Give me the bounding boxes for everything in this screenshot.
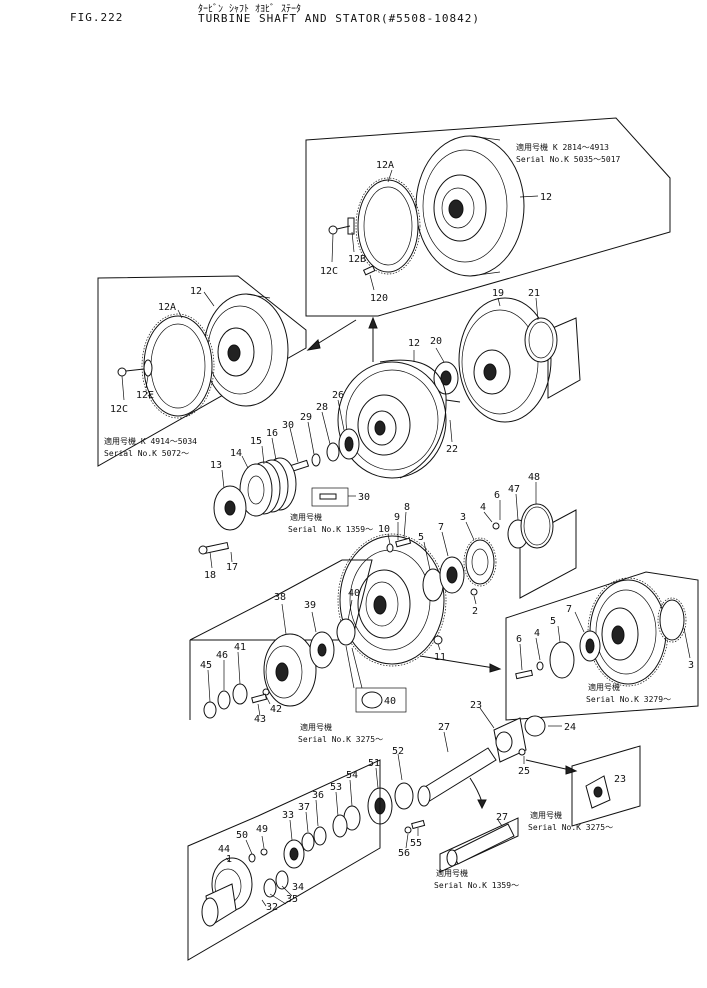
note-part40-en: Serial No.K 3275～ [298, 735, 383, 744]
callout-52: 52 [392, 746, 404, 757]
callout-4-right: 4 [534, 628, 540, 639]
note-left-en: Serial No.K 5072～ [104, 449, 189, 458]
callout-12C-top: 12C [320, 266, 338, 277]
callout-56: 56 [398, 848, 410, 859]
note-part30-jp: 適用号機 [290, 512, 322, 522]
note-top-en: Serial No.K 5035～5017 [516, 155, 621, 164]
callout-55: 55 [410, 838, 422, 849]
callout-12: 12 [408, 338, 420, 349]
callout-50: 50 [236, 830, 248, 841]
callout-3: 3 [460, 512, 466, 523]
callout-12A-left: 12A [158, 302, 176, 313]
callout-38: 38 [274, 592, 286, 603]
callout-41: 41 [234, 642, 246, 653]
callout-28: 28 [316, 402, 328, 413]
callout-7: 7 [438, 522, 444, 533]
callout-30a: 30 [282, 420, 294, 431]
callout-12B-top: 12B [348, 254, 366, 265]
note-right-en: Serial No.K 3279～ [586, 695, 671, 704]
callout-47: 47 [508, 484, 520, 495]
callout-25: 25 [518, 766, 530, 777]
callout-24: 24 [564, 722, 576, 733]
callout-42: 42 [270, 704, 282, 715]
inset-right-variant: 7 5 4 6 3 適用号機 Serial No.K 3279～ [505, 571, 699, 721]
figure-title: TURBINE SHAFT AND STATOR(#5508-10842) [198, 12, 481, 25]
callout-8: 8 [404, 502, 410, 513]
callout-44: 44 [218, 844, 230, 855]
callout-1: 1 [226, 854, 232, 865]
callout-22: 22 [446, 444, 458, 455]
callout-23b: 23 [614, 774, 626, 785]
note-part40-jp: 適用号機 [300, 722, 332, 732]
callout-23a: 23 [470, 700, 482, 711]
callout-53: 53 [330, 782, 342, 793]
callout-12-left: 12 [190, 286, 202, 297]
callout-6-right: 6 [516, 634, 522, 645]
callout-27a: 27 [438, 722, 450, 733]
note-part27-jp: 適用号機 [436, 868, 468, 878]
note-left-jp: 適用号機 K 4914～5034 [104, 436, 197, 446]
figure-kana-title: ﾀｰﾋﾞﾝ ｼｬﾌﾄ ｵﾖﾋﾞ ｽﾃｰﾀ [198, 4, 302, 15]
callout-16: 16 [266, 428, 278, 439]
callout-29: 29 [300, 412, 312, 423]
callout-9: 9 [394, 512, 400, 523]
callout-7-right: 7 [566, 604, 572, 615]
callout-54: 54 [346, 770, 358, 781]
callout-120-top: 120 [370, 293, 388, 304]
callout-49: 49 [256, 824, 268, 835]
callout-12-top: 12 [540, 192, 552, 203]
callout-18: 18 [204, 570, 216, 581]
callout-3-right: 3 [688, 660, 694, 671]
carrier-group: 54 53 36 37 33 34 35 32 49 50 44 1 [187, 759, 381, 961]
callout-27b: 27 [496, 812, 508, 823]
callout-30b: 30 [358, 492, 370, 503]
callout-40b: 40 [384, 696, 396, 707]
callout-4: 4 [480, 502, 486, 513]
inset-left-variant: 12A 12 12E 12C 適用号機 K 4914～5034 Serial N… [97, 275, 357, 467]
callout-11: 11 [434, 652, 446, 663]
callout-33: 33 [282, 810, 294, 821]
callout-14: 14 [230, 448, 242, 459]
inset-top-variant: 12A 12 12B 12C 120 適用号機 K 2814～4913 Seri… [305, 117, 671, 362]
callout-19: 19 [492, 288, 504, 299]
callout-35: 35 [286, 894, 298, 905]
callout-13: 13 [210, 460, 222, 471]
callout-17: 17 [226, 562, 238, 573]
callout-12E-left: 12E [136, 390, 154, 401]
note-part23-jp: 適用号機 [530, 810, 562, 820]
note-part27-en: Serial No.K 1359～ [434, 881, 519, 890]
callout-46: 46 [216, 650, 228, 661]
callout-37: 37 [298, 802, 310, 813]
callout-5-right: 5 [550, 616, 556, 627]
callout-5: 5 [418, 532, 424, 543]
callout-21: 21 [528, 288, 540, 299]
callout-6: 6 [494, 490, 500, 501]
callout-10: 10 [378, 524, 390, 535]
callout-36: 36 [312, 790, 324, 801]
turbine-group: 12 20 19 21 22 26 28 29 30 16 15 14 13 1… [198, 288, 581, 581]
note-top-jp: 適用号機 K 2814～4913 [516, 142, 609, 152]
callout-32: 32 [266, 902, 278, 913]
callout-34: 34 [292, 882, 304, 893]
callout-15: 15 [250, 436, 262, 447]
note-part30-en: Serial No.K 1359～ [288, 525, 373, 534]
note-right-jp: 適用号機 [588, 682, 620, 692]
shaft-group: 23 24 25 23 27 27 52 51 55 56 適用号機 Seria… [367, 700, 641, 890]
callout-20: 20 [430, 336, 442, 347]
stator-group: 8 9 10 7 5 3 4 6 47 48 2 11 [337, 472, 577, 673]
callout-51: 51 [368, 758, 380, 769]
callout-43: 43 [254, 714, 266, 725]
figure-number: FIG.222 [70, 11, 124, 24]
callout-26: 26 [332, 390, 344, 401]
callout-39: 39 [304, 600, 316, 611]
callout-40a: 40 [348, 588, 360, 599]
callout-12A-top: 12A [376, 160, 394, 171]
runner-group: 38 39 40 41 46 45 42 43 40 適用号機 Serial N… [189, 559, 407, 744]
callout-2: 2 [472, 606, 478, 617]
callout-48: 48 [528, 472, 540, 483]
note-part23-en: Serial No.K 3275～ [528, 823, 613, 832]
callout-12C-left: 12C [110, 404, 128, 415]
callout-45: 45 [200, 660, 212, 671]
